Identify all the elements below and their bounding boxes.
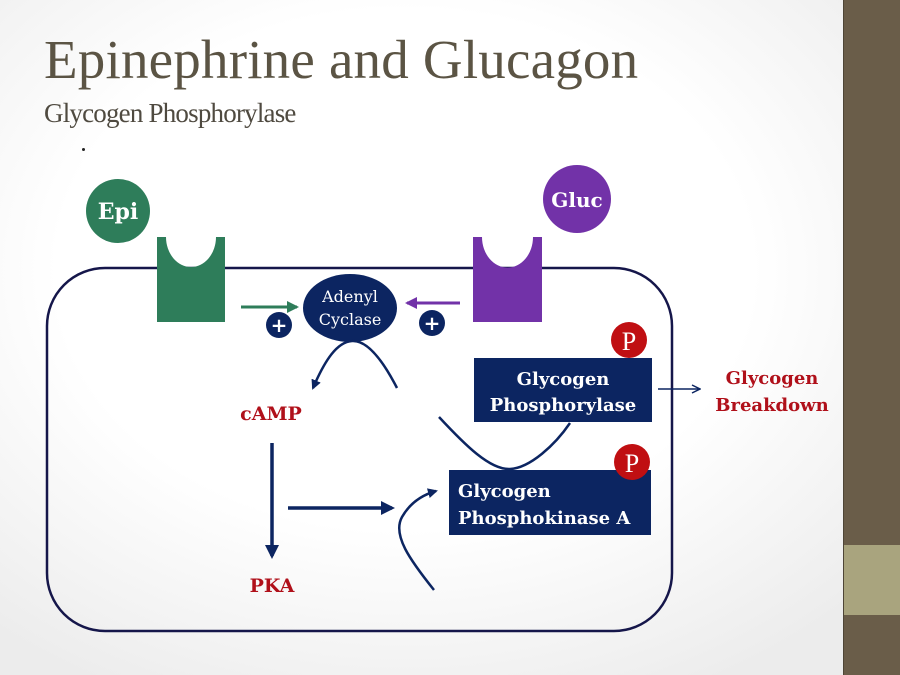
- cell-membrane: [45, 266, 674, 633]
- phosphate-icon-gpk: P: [614, 444, 650, 480]
- glucagon-hormone: Gluc: [543, 165, 611, 233]
- epinephrine-hormone: Epi: [86, 179, 150, 243]
- epi-receptor: [157, 237, 225, 322]
- signaling-diagram: Epi Gluc + + Adenyl Cyclase: [45, 165, 829, 633]
- gluc-plus-icon: +: [419, 310, 445, 336]
- slide-canvas: Epinephrine and Glucagon Glycogen Phosph…: [0, 0, 843, 675]
- gluc-label: Gluc: [551, 188, 602, 212]
- phosphate-p: P: [622, 327, 636, 356]
- glycogen-phosphokinase-line1: Glycogen: [458, 481, 551, 502]
- glycogen-phosphorylase-box: Glycogen Phosphorylase: [474, 358, 652, 422]
- slide-subtitle: Glycogen Phosphorylase: [44, 98, 296, 128]
- camp-label: cAMP: [240, 403, 302, 425]
- adenyl-cyclase-line2: Cyclase: [319, 310, 382, 329]
- phosphorylation-transfer-curve: [438, 416, 572, 471]
- stray-bullet-dot: [82, 148, 85, 151]
- phosphate-icon-gp: P: [611, 322, 647, 358]
- epi-label: Epi: [98, 199, 139, 225]
- slide-sidebar: [843, 0, 900, 675]
- glycogen-phosphorylase-line1: Glycogen: [517, 369, 610, 390]
- glucagon-receptor: [473, 237, 542, 322]
- plus-sign: +: [424, 311, 441, 335]
- glycogen-breakdown-line1: Glycogen: [726, 368, 819, 389]
- glycogen-breakdown-line2: Breakdown: [715, 395, 828, 416]
- plus-sign: +: [271, 313, 288, 337]
- adenyl-cyclase-line1: Adenyl: [321, 287, 378, 306]
- glycogen-phosphokinase-line2: Phosphokinase A: [458, 508, 631, 529]
- adenyl-cyclase-node: Adenyl Cyclase: [303, 274, 397, 342]
- gpk-activation-curve-arrow: [397, 488, 438, 591]
- atp-to-camp-curve-arrow: [311, 339, 399, 390]
- glycogen-phosphokinase-box: Glycogen Phosphokinase A: [449, 470, 651, 535]
- sidebar-accent-block: [844, 545, 900, 615]
- glycogen-phosphorylase-line2: Phosphorylase: [490, 395, 636, 416]
- pka-label: PKA: [250, 575, 295, 597]
- phosphate-p: P: [625, 449, 639, 478]
- slide-title: Epinephrine and Glucagon: [44, 29, 639, 90]
- epi-plus-icon: +: [266, 312, 292, 338]
